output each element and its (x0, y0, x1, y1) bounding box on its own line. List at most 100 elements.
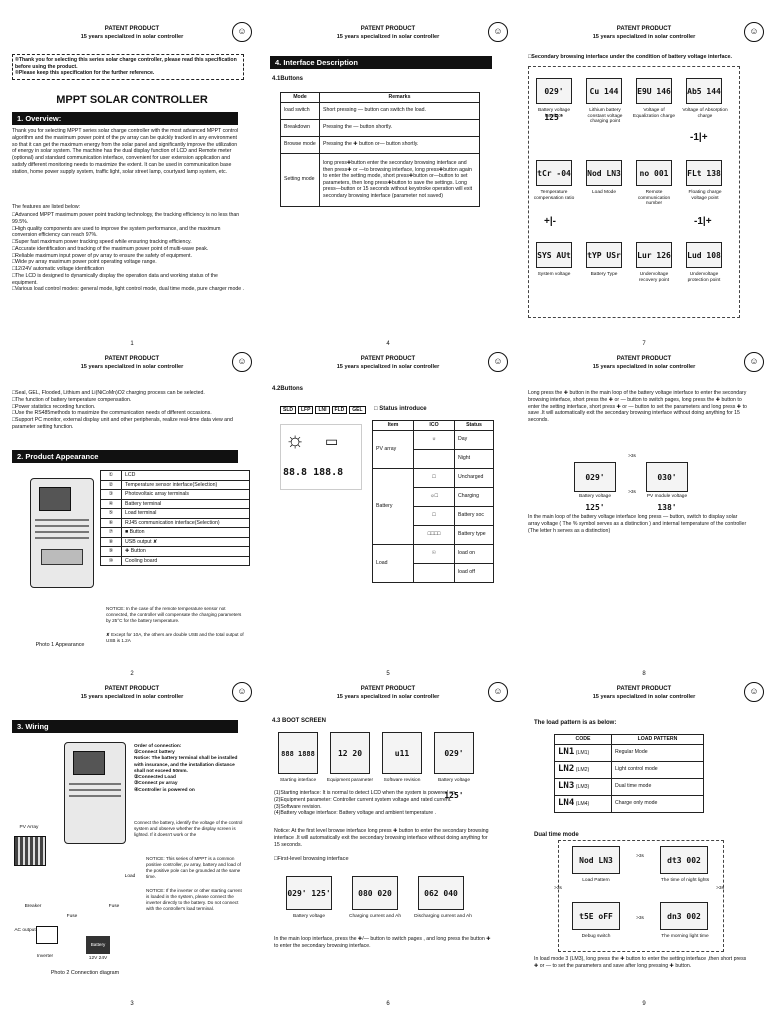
notice-box: ®Thank you for selecting this series sol… (12, 54, 244, 80)
lcd-screen: SYS AUt (536, 242, 572, 268)
lcd-caption: Floating charge voltage point (688, 190, 722, 201)
voltage-label: 12V 24V (88, 956, 108, 961)
lcd-screen: 029' 125' (434, 732, 474, 800)
lcd-caption: Battery Type (590, 272, 618, 277)
table-row: LN4 (LM4)Charge only mode (554, 794, 704, 813)
lcd-screen: 029' 125' (536, 78, 572, 122)
photo-caption: Photo 2 Connection diagram (50, 970, 120, 976)
page-number: 5 (386, 670, 390, 677)
lcd-caption: Undervoltage protection point (687, 272, 721, 283)
page-4: PATENT PRODUCT 15 years specialized in s… (266, 20, 510, 350)
lcd-caption: Debug switch (581, 934, 611, 939)
timing-label: >3s (628, 490, 636, 495)
page-header: PATENT PRODUCT 15 years specialized in s… (592, 356, 696, 370)
terminal-block (41, 549, 83, 565)
lcd-caption: Load Pattern (582, 878, 610, 883)
lcd-screen: Cu 144 (586, 78, 622, 104)
battery-type-icon: □□□□ (413, 524, 455, 545)
brand-logo-icon: ☺ (744, 352, 764, 372)
brand-logo-icon: ☺ (488, 352, 508, 372)
timing-label: >3s (554, 886, 562, 891)
lcd-screen: 080 020 (352, 876, 398, 910)
lcd-screen: Nod LN3 (586, 160, 622, 186)
brand-logo-icon: ☺ (488, 682, 508, 702)
lcd-caption: The time of night lights (660, 878, 710, 883)
badge-fld: FLD (331, 406, 348, 415)
browsing-title: □Secondary browsing interface under the … (528, 54, 732, 60)
boot-notice: Notice: At the first level browse interf… (274, 828, 489, 848)
lcd-screen: dt3 002 (660, 846, 708, 874)
lcd-caption: Charging current and Ah (349, 914, 401, 919)
lcd-screen: 029' 125' (286, 876, 332, 910)
lcd-screen: Lur 126 (636, 242, 672, 268)
sun-icon: ☼ (413, 429, 455, 450)
lcd-digits: 88.8 188.8 (283, 467, 344, 478)
lcd-caption: Battery voltage (293, 914, 325, 919)
table-header: Mode Remarks (280, 92, 480, 103)
arrow-indicator: -1|+ (690, 132, 708, 143)
lcd-caption: Battery voltage (438, 778, 470, 783)
page-number: 6 (386, 1000, 390, 1007)
badge-gel: GEL (349, 406, 366, 415)
notice-usb: ✘ Except for 10A, the others are double … (106, 632, 244, 643)
lcd-caption: PV module voltage (646, 494, 688, 499)
battery-type-badges: SLD LFP LNI FLD GEL (280, 406, 366, 415)
table-row: ☼□Charging (373, 486, 494, 507)
lcd-screen: 12 20 (330, 732, 370, 774)
page-9: PATENT PRODUCT 15 years specialized in s… (522, 680, 766, 1010)
lcd-display (73, 751, 105, 775)
brand-logo-icon: ☺ (232, 352, 252, 372)
ac-label: AC output (14, 928, 36, 933)
lcd-screen: Lud 108 (686, 242, 722, 268)
table-row: ⑦■ Button (100, 527, 250, 538)
badge-lni: LNI (315, 406, 330, 415)
table-row: Battery□Uncharged (372, 467, 494, 545)
page-7: PATENT PRODUCT 15 years specialized in s… (522, 20, 766, 350)
section-appearance: 2. Product Appearance (12, 450, 238, 464)
lcd-caption: Temperature compensation ratio (533, 190, 575, 201)
browsing-frame (528, 66, 740, 318)
main-loop-text: In the main loop of the battery voltage … (528, 514, 747, 534)
page-3: PATENT PRODUCT 15 years specialized in s… (10, 680, 254, 1010)
lcd-caption: Discharging current and Ah (414, 914, 472, 919)
battery-icon: ▭ (325, 433, 339, 449)
lcd-caption: Undervoltage recovery point (638, 272, 670, 283)
timing-label: >3s (636, 854, 644, 859)
page-number: 1 (130, 340, 134, 347)
brand-logo-icon: ☺ (744, 22, 764, 42)
lcd-screen: dn3 002 (660, 902, 708, 930)
boot-subtitle: 4.3 BOOT SCREEN (272, 718, 327, 724)
lcd-screen: u11 (382, 732, 422, 774)
secondary-text: Long press the ✚ button in the main loop… (528, 390, 747, 423)
boot-items: (1)Starting interface: It is normal to d… (274, 790, 457, 817)
table-row: □Battery soc (373, 505, 494, 526)
section-interface: 4. Interface Description (270, 56, 492, 70)
lcd-caption: Software revision (383, 778, 421, 783)
page-header: PATENT PRODUCT 15 years specialized in s… (592, 686, 696, 700)
brand-logo-icon: ☺ (232, 22, 252, 42)
lcd-screen: Ab5 144 (686, 78, 722, 104)
page-header: PATENT PRODUCT 15 years specialized in s… (80, 686, 184, 700)
lcd-caption: Voltage of Equalization charge (632, 108, 676, 119)
brand-logo-icon: ☺ (488, 22, 508, 42)
battery-icon: □ (413, 467, 455, 488)
notice-inverter: NOTICE: If the inverter or other startin… (146, 888, 242, 911)
fuse-label: Fuse (108, 904, 120, 909)
lcd-full-display: ☼ ▭ 88.8 188.8 (280, 424, 362, 490)
page-2: PATENT PRODUCT 15 years specialized in s… (10, 350, 254, 680)
arrow-indicator: +|- (544, 216, 556, 227)
features-title: The features are listed below: (12, 204, 81, 210)
pv-label: PV Array (19, 825, 39, 830)
